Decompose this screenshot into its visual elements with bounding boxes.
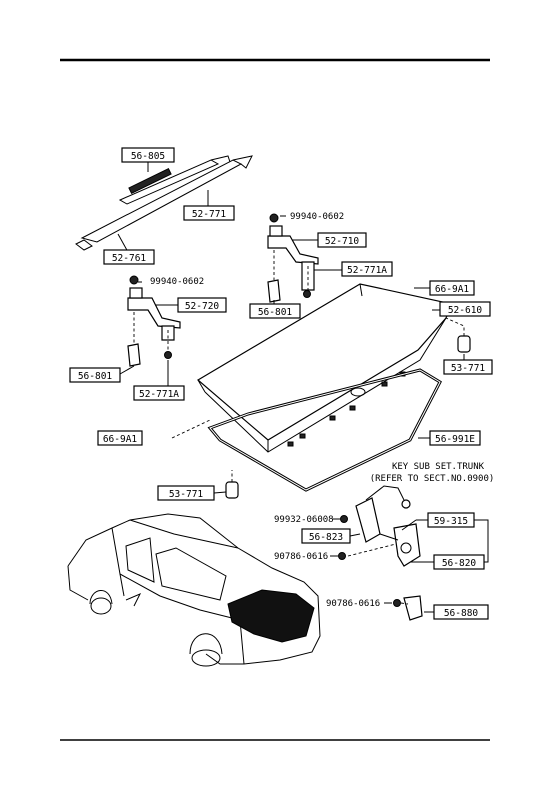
left-hinge-assembly	[127, 275, 181, 367]
car-trunk-highlight	[227, 589, 315, 643]
callout-label: 59-315	[434, 516, 468, 527]
callout-52-720: 52-720	[177, 297, 227, 313]
callout-56-820: 56-820	[433, 554, 485, 570]
callout-56-805: 56-805	[121, 147, 175, 163]
callout-label: 56-820	[442, 558, 477, 569]
callout-52-761: 52-761	[103, 249, 155, 265]
callout-52-710: 52-710	[317, 232, 367, 248]
callout-59-315: 59-315	[427, 512, 475, 528]
callout-56-801-right: 56-801	[249, 303, 301, 319]
latch-assembly	[338, 485, 423, 621]
callout-52-771: 52-771	[183, 205, 235, 221]
callout-label: 52-610	[448, 305, 483, 316]
fastener-label: 99932-06008	[274, 515, 334, 525]
callout-label: 52-710	[325, 236, 360, 247]
callout-label: 56-805	[131, 151, 165, 162]
callout-label: 52-771A	[139, 389, 179, 400]
callout-52-771A-left: 52-771A	[133, 385, 185, 401]
left-bumper	[225, 481, 239, 499]
callout-label: 52-771	[192, 209, 227, 220]
key-note-line2: (REFER TO SECT.NO.0900)	[370, 474, 495, 484]
callout-label: 56-823	[309, 532, 343, 543]
callout-label: 66-9A1	[435, 284, 470, 295]
callout-52-610: 52-610	[439, 301, 491, 317]
callout-label: 56-991E	[435, 434, 475, 445]
torsion-bar-assembly	[75, 155, 253, 251]
callout-53-771-left: 53-771	[157, 485, 215, 501]
fastener-label: 99940-0602	[290, 212, 344, 222]
callout-56-991E: 56-991E	[429, 430, 481, 446]
fastener-label: 99940-0602	[150, 277, 204, 287]
callout-66-9A1-right: 66-9A1	[429, 280, 475, 296]
callout-label: 66-9A1	[103, 434, 138, 445]
callout-label: 52-720	[185, 301, 220, 312]
callout-label: 56-801	[258, 307, 293, 318]
callout-56-801-left: 56-801	[69, 367, 121, 383]
callout-53-771-right: 53-771	[443, 359, 493, 375]
callout-label: 56-880	[444, 608, 479, 619]
callout-label: 52-771A	[347, 265, 387, 276]
right-hinge-assembly	[267, 213, 319, 303]
callout-label: 56-801	[78, 371, 113, 382]
fastener-label: 90786-0616	[326, 599, 380, 609]
key-note-line1: KEY SUB SET.TRUNK	[392, 462, 485, 472]
trunk-lid	[196, 283, 453, 453]
callout-label: 53-771	[169, 489, 204, 500]
callout-label: 52-761	[112, 253, 147, 264]
callout-66-9A1-left: 66-9A1	[97, 430, 143, 446]
fastener-label: 90786-0616	[274, 552, 328, 562]
car-body-illustration	[67, 513, 321, 667]
callout-56-880: 56-880	[433, 604, 489, 620]
callout-56-823: 56-823	[301, 528, 351, 544]
callout-label: 53-771	[451, 363, 486, 374]
torsion-bar-bushing	[128, 167, 172, 195]
right-bumper	[457, 335, 471, 353]
callout-52-771A: 52-771A	[341, 261, 393, 277]
